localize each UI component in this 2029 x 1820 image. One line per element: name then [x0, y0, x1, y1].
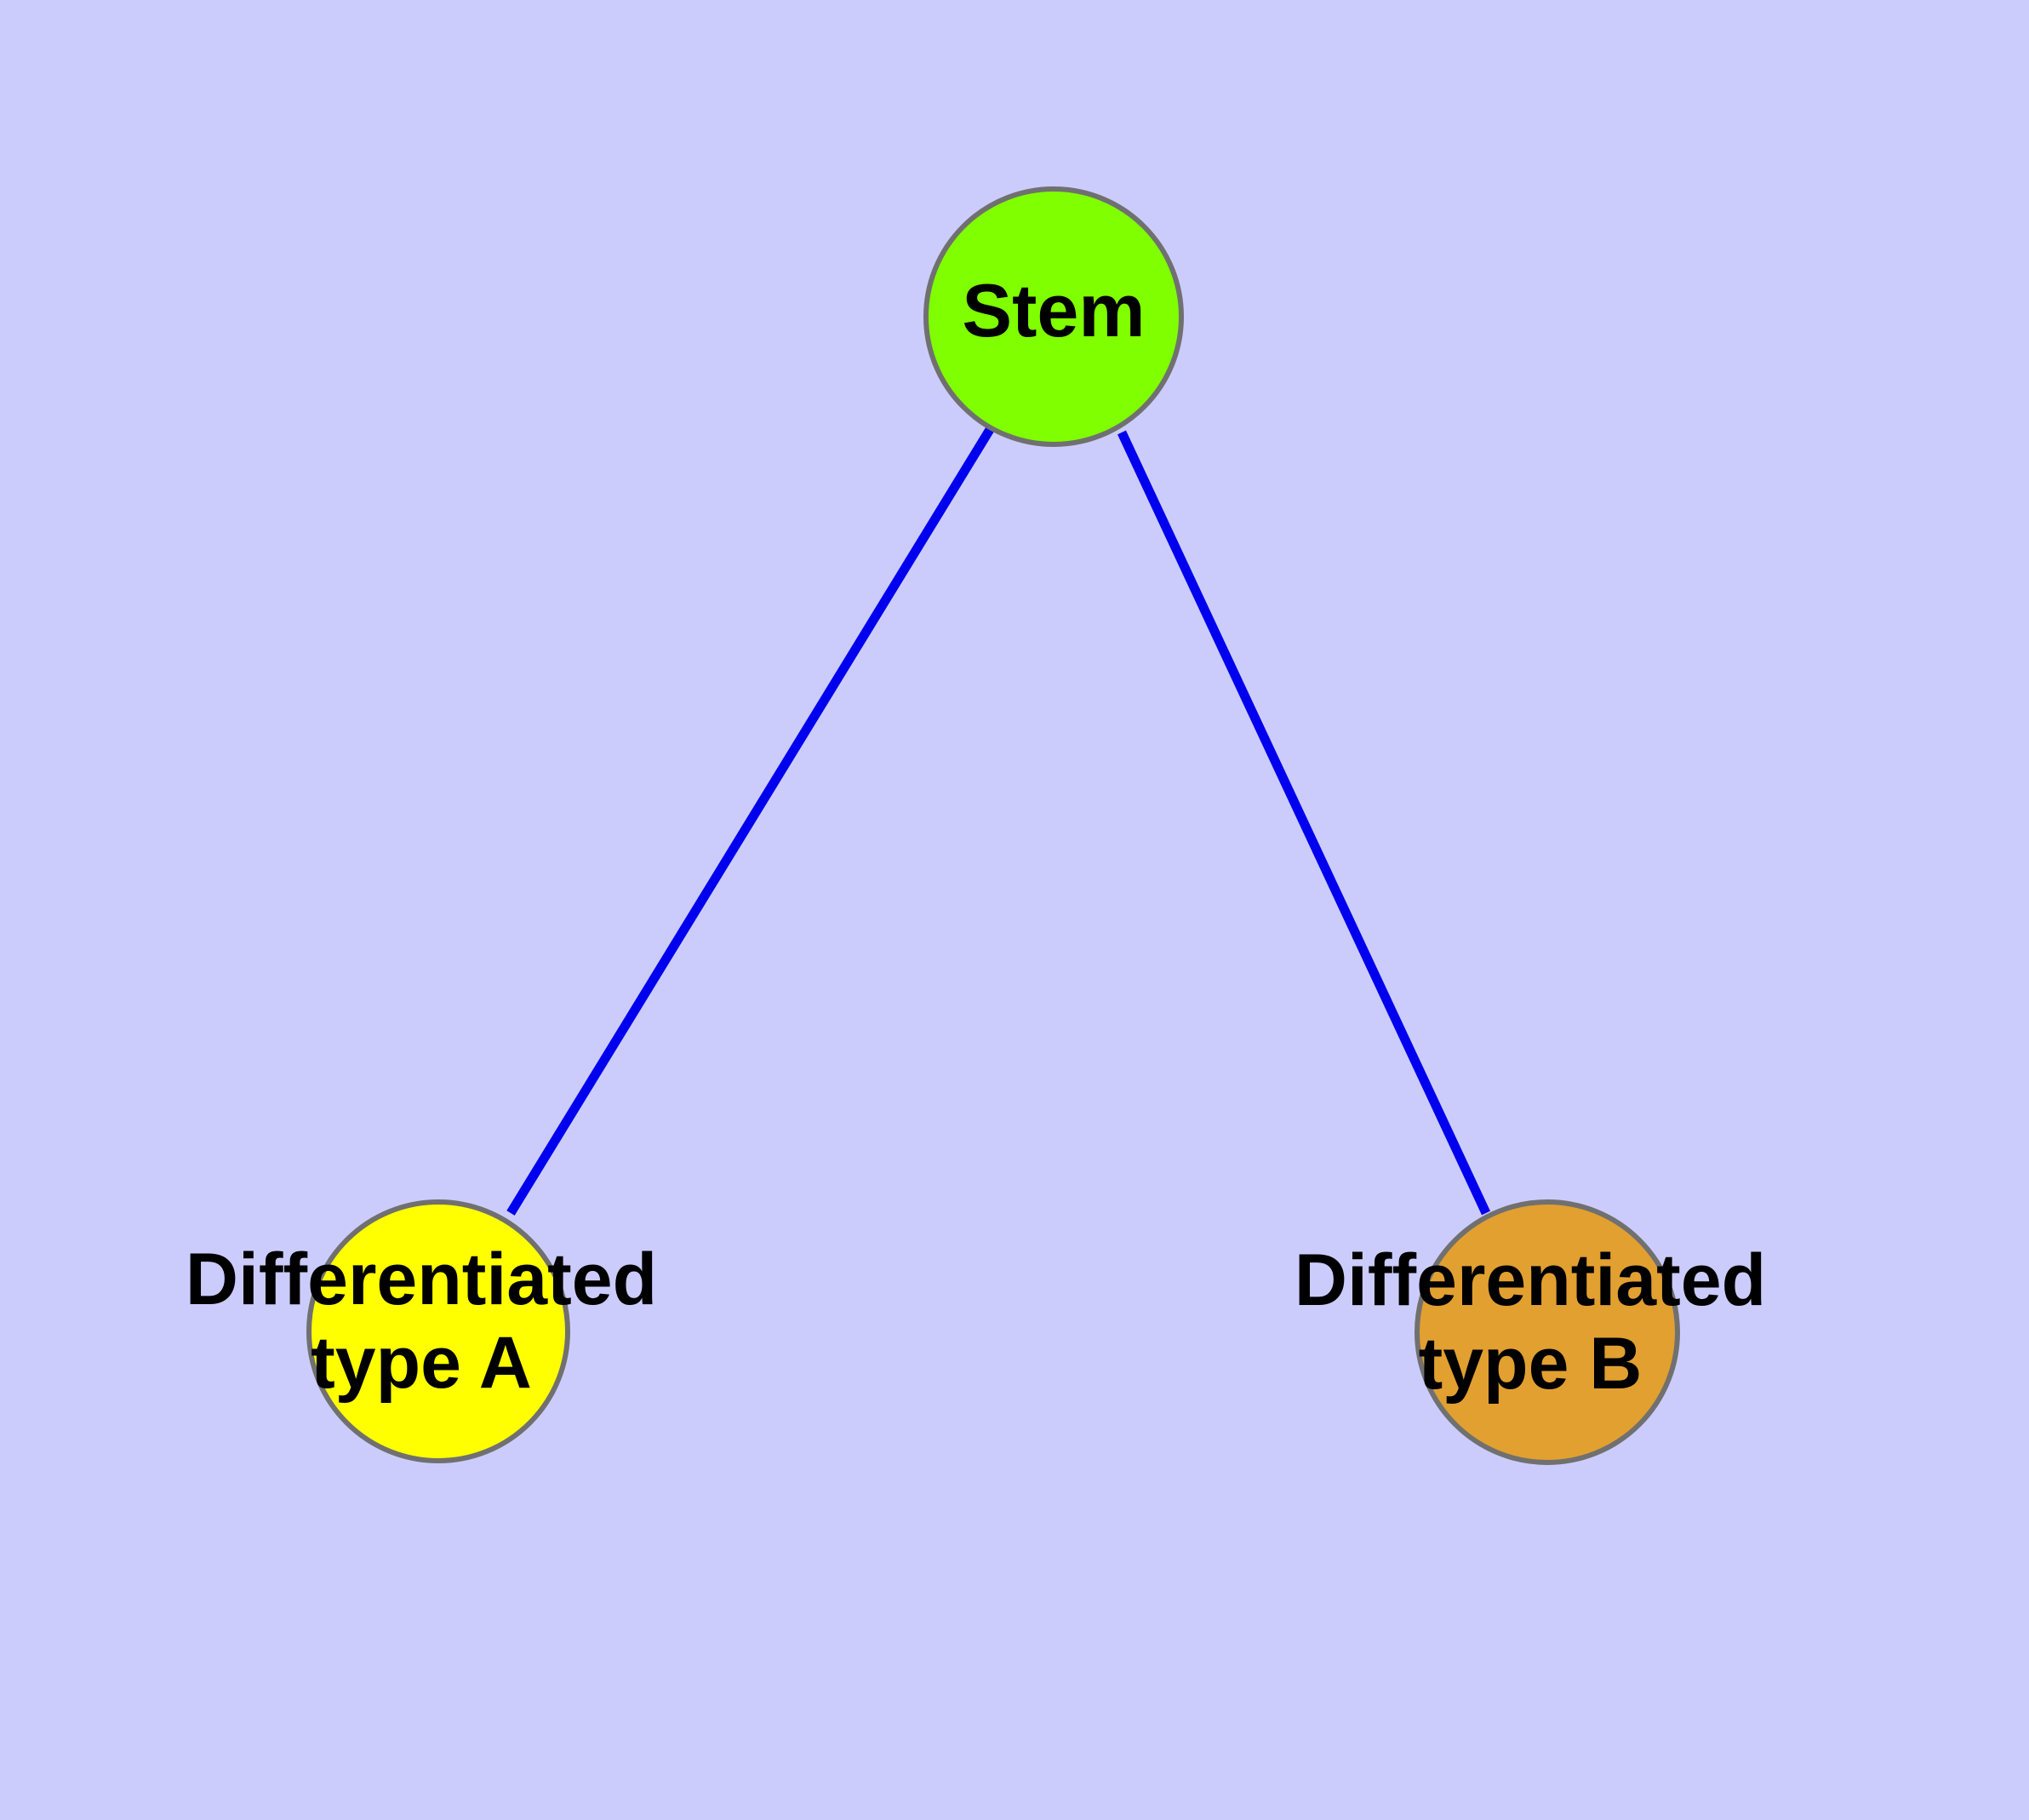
- node-label-line: Differentiated: [186, 1239, 657, 1320]
- node-circle-diff-a[interactable]: [306, 1199, 570, 1463]
- edge-stem-to-diff-a: [506, 426, 995, 1216]
- node-label-line: Stem: [962, 268, 1145, 352]
- node-label-line: type B: [1419, 1323, 1643, 1405]
- node-stem[interactable]: Stem: [923, 186, 1184, 447]
- node-circle-diff-b[interactable]: [1415, 1199, 1680, 1465]
- node-label-line: Differentiated: [1295, 1239, 1766, 1321]
- node-label-line: type A: [311, 1322, 532, 1404]
- edge-stem-to-diff-b: [1117, 430, 1490, 1216]
- edges-layer: [506, 426, 1490, 1216]
- node-circle-stem[interactable]: [923, 186, 1184, 447]
- node-label-stem: Stem: [962, 268, 1145, 352]
